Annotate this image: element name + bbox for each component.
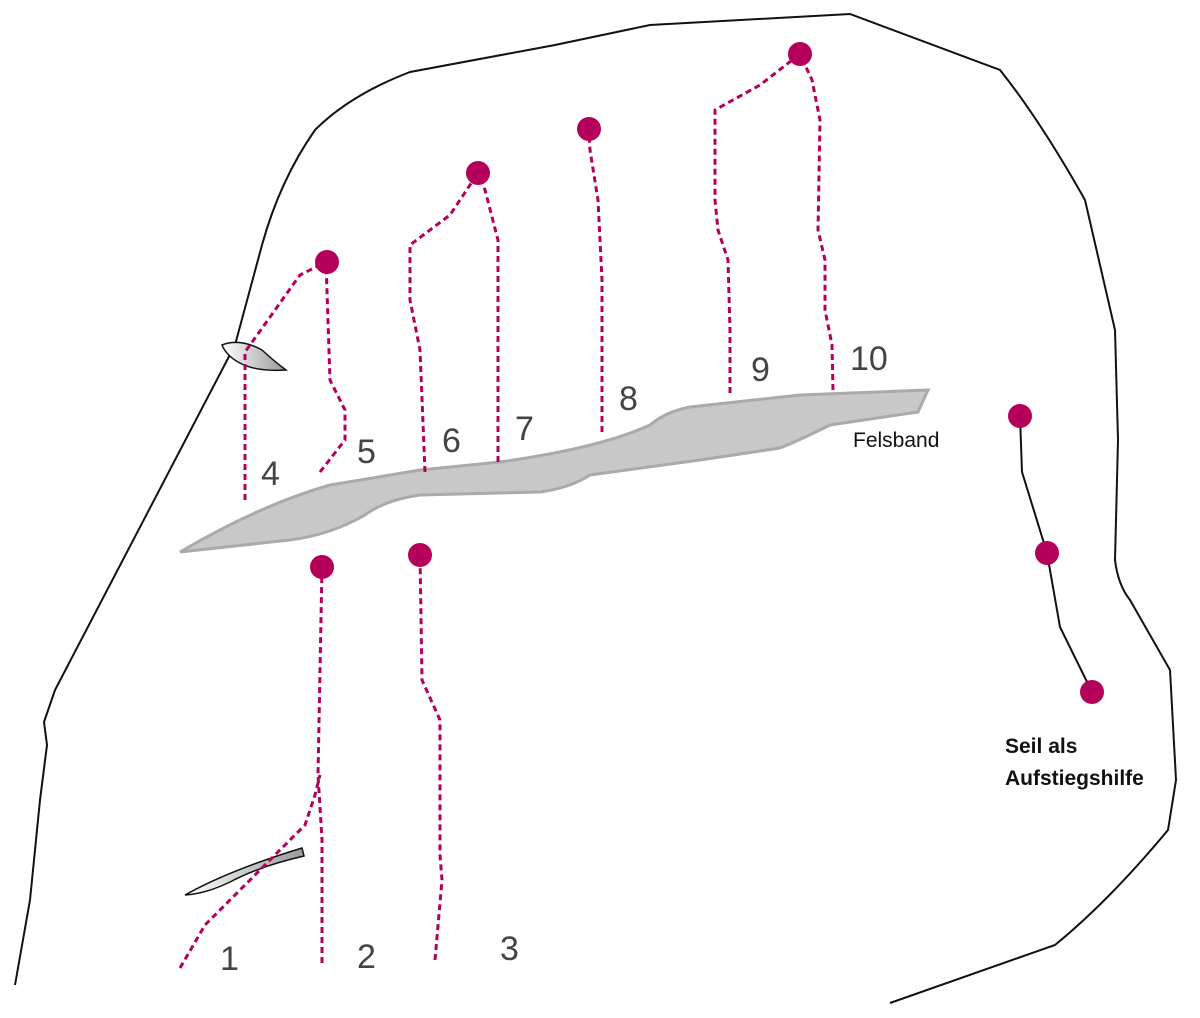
anchor-route-3 — [408, 543, 432, 567]
route-number: 2 — [357, 938, 376, 976]
route-5-line — [318, 261, 347, 473]
route-7-line — [476, 172, 500, 462]
anchor-route-8 — [577, 117, 601, 141]
rock-outline — [14, 12, 1178, 1004]
route-number: 1 — [220, 940, 239, 978]
rope-label-line1: Seil als — [1005, 735, 1077, 758]
route-numbers: 1 2 3 4 5 6 7 8 9 10 — [220, 340, 888, 978]
rope-anchor-top — [1008, 404, 1032, 428]
route-8-line — [587, 128, 604, 432]
rope-anchor-bottom — [1080, 680, 1104, 704]
rock-slab-lower — [184, 847, 305, 896]
route-number: 3 — [500, 930, 519, 968]
route-9-line — [713, 52, 801, 393]
anchor-route-2 — [310, 555, 334, 579]
felsband-label: Felsband — [853, 429, 939, 452]
rope-anchor-middle — [1035, 541, 1059, 565]
route-number: 9 — [751, 351, 770, 389]
route-number: 7 — [515, 410, 534, 448]
route-number: 6 — [442, 422, 461, 460]
rock-slab-upper — [221, 341, 289, 372]
route-4-line — [243, 260, 327, 500]
anchor-route-6-7 — [466, 161, 490, 185]
anchor-route-4-5 — [315, 250, 339, 274]
anchor-route-9-10 — [788, 42, 812, 66]
route-number: 5 — [357, 433, 376, 471]
route-10-line — [798, 53, 835, 391]
bolts — [310, 42, 1104, 704]
route-3-line — [418, 554, 444, 961]
route-6-line — [408, 172, 480, 473]
route-number: 4 — [261, 455, 280, 493]
route-number: 10 — [850, 340, 888, 378]
route-number: 8 — [619, 380, 638, 418]
felsband-ledge — [179, 388, 931, 554]
rope-label-line2: Aufstiegshilfe — [1005, 767, 1144, 790]
route-1-line — [178, 774, 322, 969]
route-2-line — [316, 566, 324, 963]
